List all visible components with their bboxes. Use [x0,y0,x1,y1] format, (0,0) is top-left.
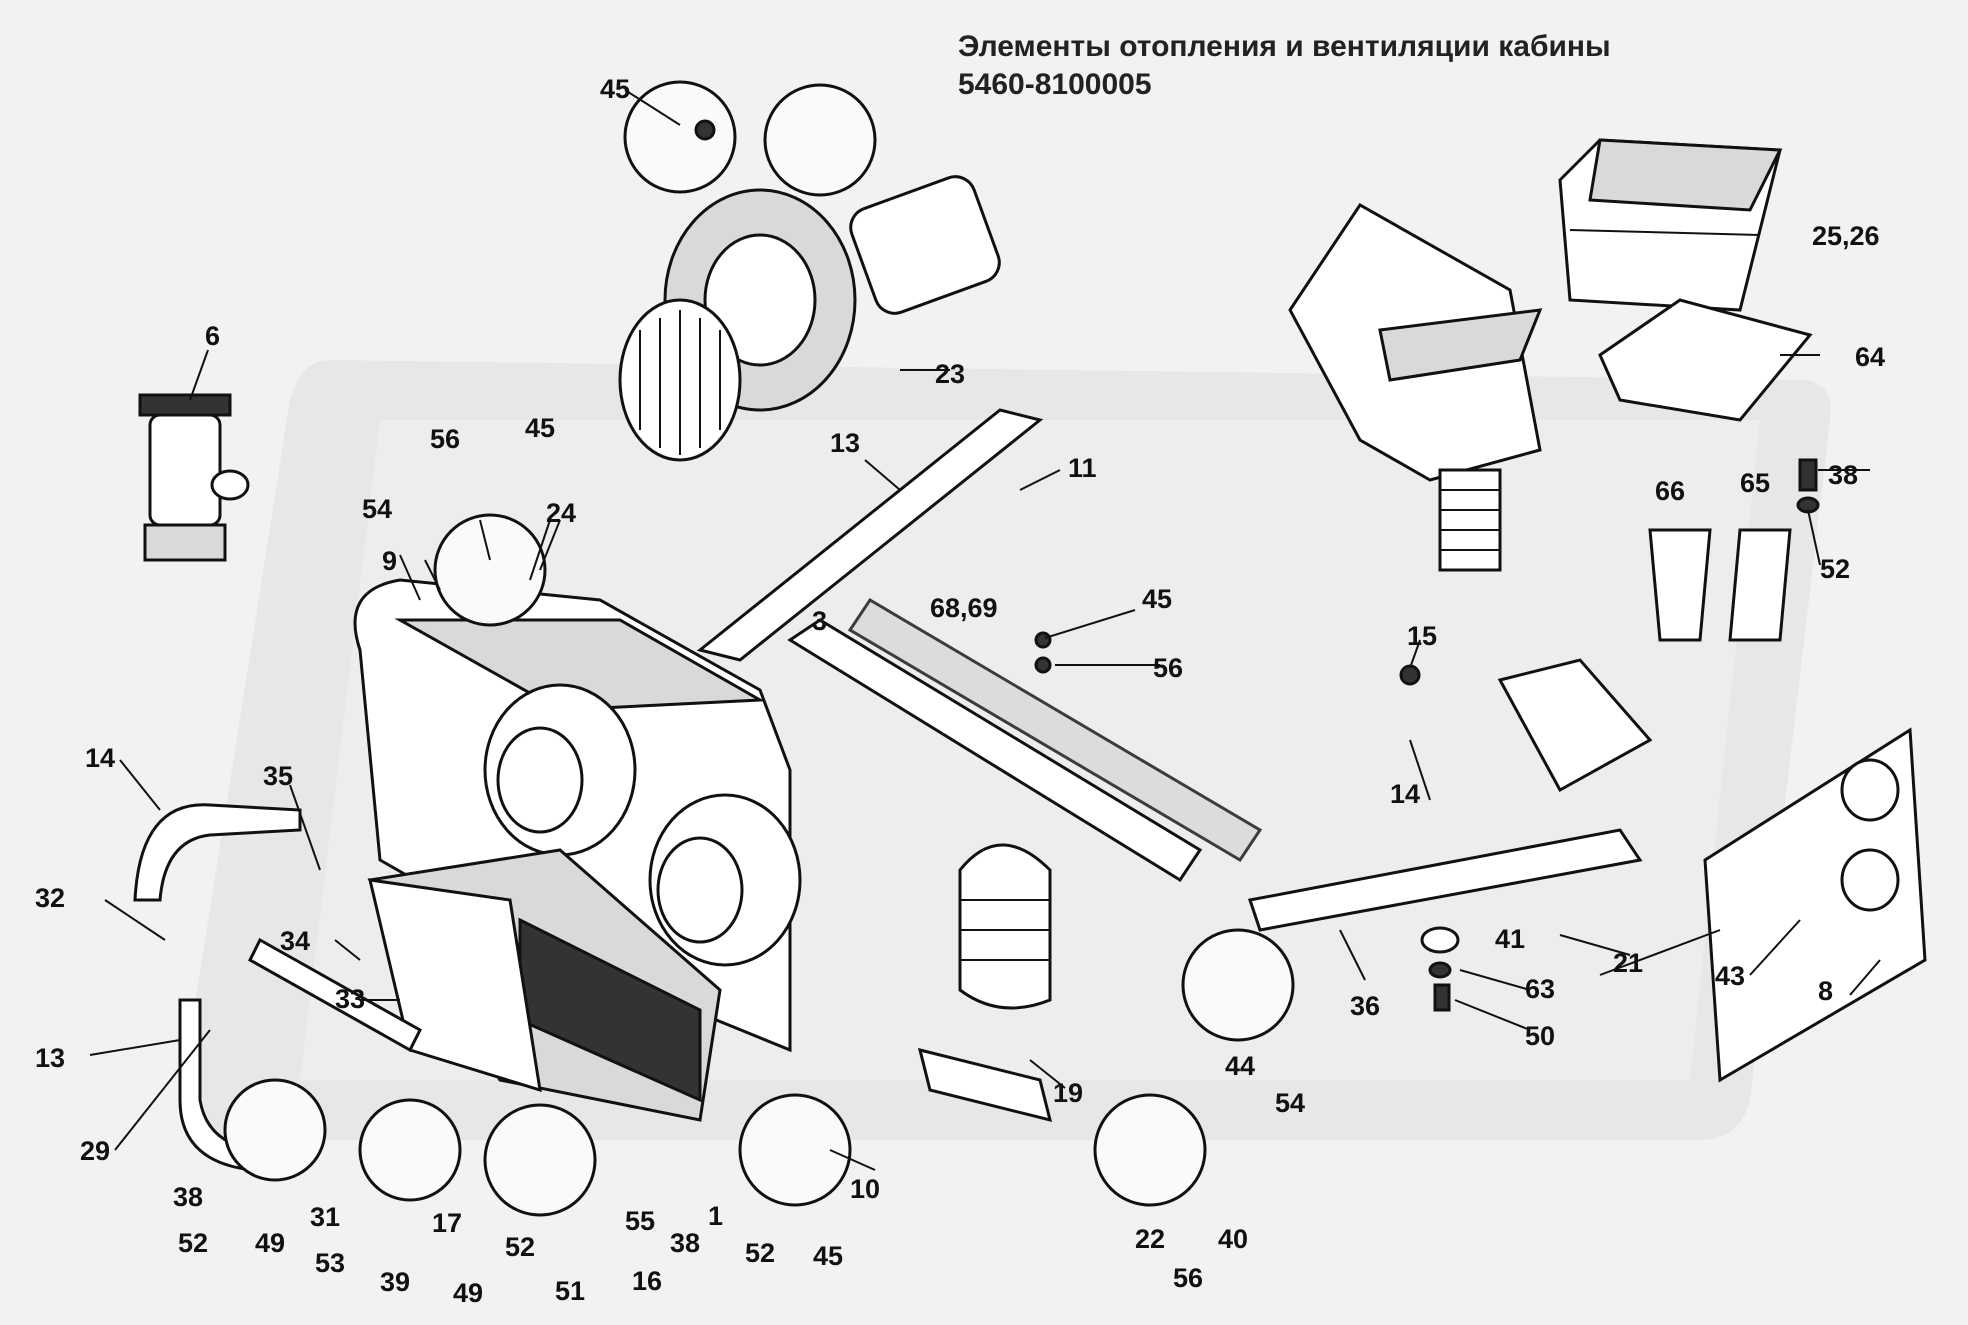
callout-51: 51 [555,1276,585,1306]
callout-38: 38 [173,1182,203,1212]
filter-box [1558,138,1783,312]
callout-34: 34 [280,926,310,956]
callout-44: 44 [1225,1051,1255,1081]
air-duct-3 [787,618,1203,883]
callout-38: 38 [670,1228,700,1258]
callout-25-26: 25,26 [1812,221,1880,251]
callout-39: 39 [380,1267,410,1297]
title-line-2: 5460-8100005 [958,68,1152,101]
detail-inset-motor-clamp [763,83,877,197]
callout-35: 35 [263,761,293,791]
heater-valve [138,393,250,562]
callout-52: 52 [178,1228,208,1258]
bracket-65 [1728,528,1792,642]
callout-33: 33 [335,984,365,1014]
callout-3: 3 [812,606,827,636]
callout-19: 19 [1053,1078,1083,1108]
heater-housing [353,578,802,1122]
flap-lever-mechanism [1399,658,1653,793]
fastener-icons [1034,458,1820,1012]
detail-inset-45-bottom [738,1093,852,1207]
callout-41: 41 [1495,924,1525,954]
callout-45: 45 [813,1241,843,1271]
callout-1: 1 [708,1201,723,1231]
callout-64: 64 [1855,342,1885,372]
callout-52: 52 [1820,554,1850,584]
callout-29: 29 [80,1136,110,1166]
air-intake-box [1288,203,1543,572]
callout-23: 23 [935,359,965,389]
callout-32: 32 [35,883,65,913]
callout-13: 13 [830,428,860,458]
corrugated-hose [917,843,1053,1123]
callout-38: 38 [1828,460,1858,490]
leader-lines [89,89,1881,1171]
callout-56: 56 [1153,653,1183,683]
callout-68-69: 68,69 [930,593,998,623]
detail-inset-45-top [623,80,737,194]
callout-63: 63 [1525,974,1555,1004]
callout-56: 56 [430,424,460,454]
tray-64 [1598,298,1813,422]
callout-17: 17 [432,1208,462,1238]
callout-36: 36 [1350,991,1380,1021]
callout-45: 45 [1142,584,1172,614]
callout-52: 52 [745,1238,775,1268]
callout-16: 16 [632,1266,662,1296]
callout-56: 56 [1173,1263,1203,1293]
detail-inset-49 [223,1078,327,1182]
callout-53: 53 [315,1248,345,1278]
detail-inset-44 [1181,928,1295,1042]
callout-54: 54 [1275,1088,1305,1118]
title-line-1: Элементы отопления и вентиляции кабины [958,30,1611,63]
callout-8: 8 [1818,976,1833,1006]
callout-50: 50 [1525,1021,1555,1051]
detail-inset-53 [358,1098,462,1202]
callout-labels: 45 6 23 13 11 56 45 54 24 9 68,69 3 45 5… [35,74,1885,1308]
callout-15: 15 [1407,621,1437,651]
callout-9: 9 [382,546,397,576]
callout-45: 45 [600,74,630,104]
callout-54: 54 [362,494,392,524]
callout-45: 45 [525,413,555,443]
bracket-66 [1648,528,1712,642]
bolt-icon [694,119,716,141]
air-duct-14-right [1248,828,1643,932]
callout-31: 31 [310,1202,340,1232]
coolant-hoses-left [133,803,422,1173]
blower-motor-assembly [618,175,1001,462]
callout-24: 24 [546,498,576,528]
callout-40: 40 [1218,1224,1248,1254]
callout-11: 11 [1068,453,1097,483]
detail-inset-22 [1093,1093,1207,1207]
diagram-title: Элементы отопления и вентиляции кабины 5… [958,28,1611,104]
control-panel [1703,727,1927,1083]
detail-inset-24 [433,513,547,627]
callout-49: 49 [255,1228,285,1258]
callout-10: 10 [850,1174,880,1204]
callout-49: 49 [453,1278,483,1308]
callout-13: 13 [35,1043,65,1073]
callout-55: 55 [625,1206,655,1236]
callout-43: 43 [1715,961,1745,991]
callout-21: 21 [1613,948,1643,978]
callout-6: 6 [205,321,220,351]
callout-14: 14 [1390,779,1420,809]
callout-52: 52 [505,1232,535,1262]
callout-22: 22 [1135,1224,1165,1254]
callout-14: 14 [85,743,115,773]
callout-65: 65 [1740,468,1770,498]
callout-66: 66 [1655,476,1685,506]
detail-inset-51 [483,1103,597,1217]
